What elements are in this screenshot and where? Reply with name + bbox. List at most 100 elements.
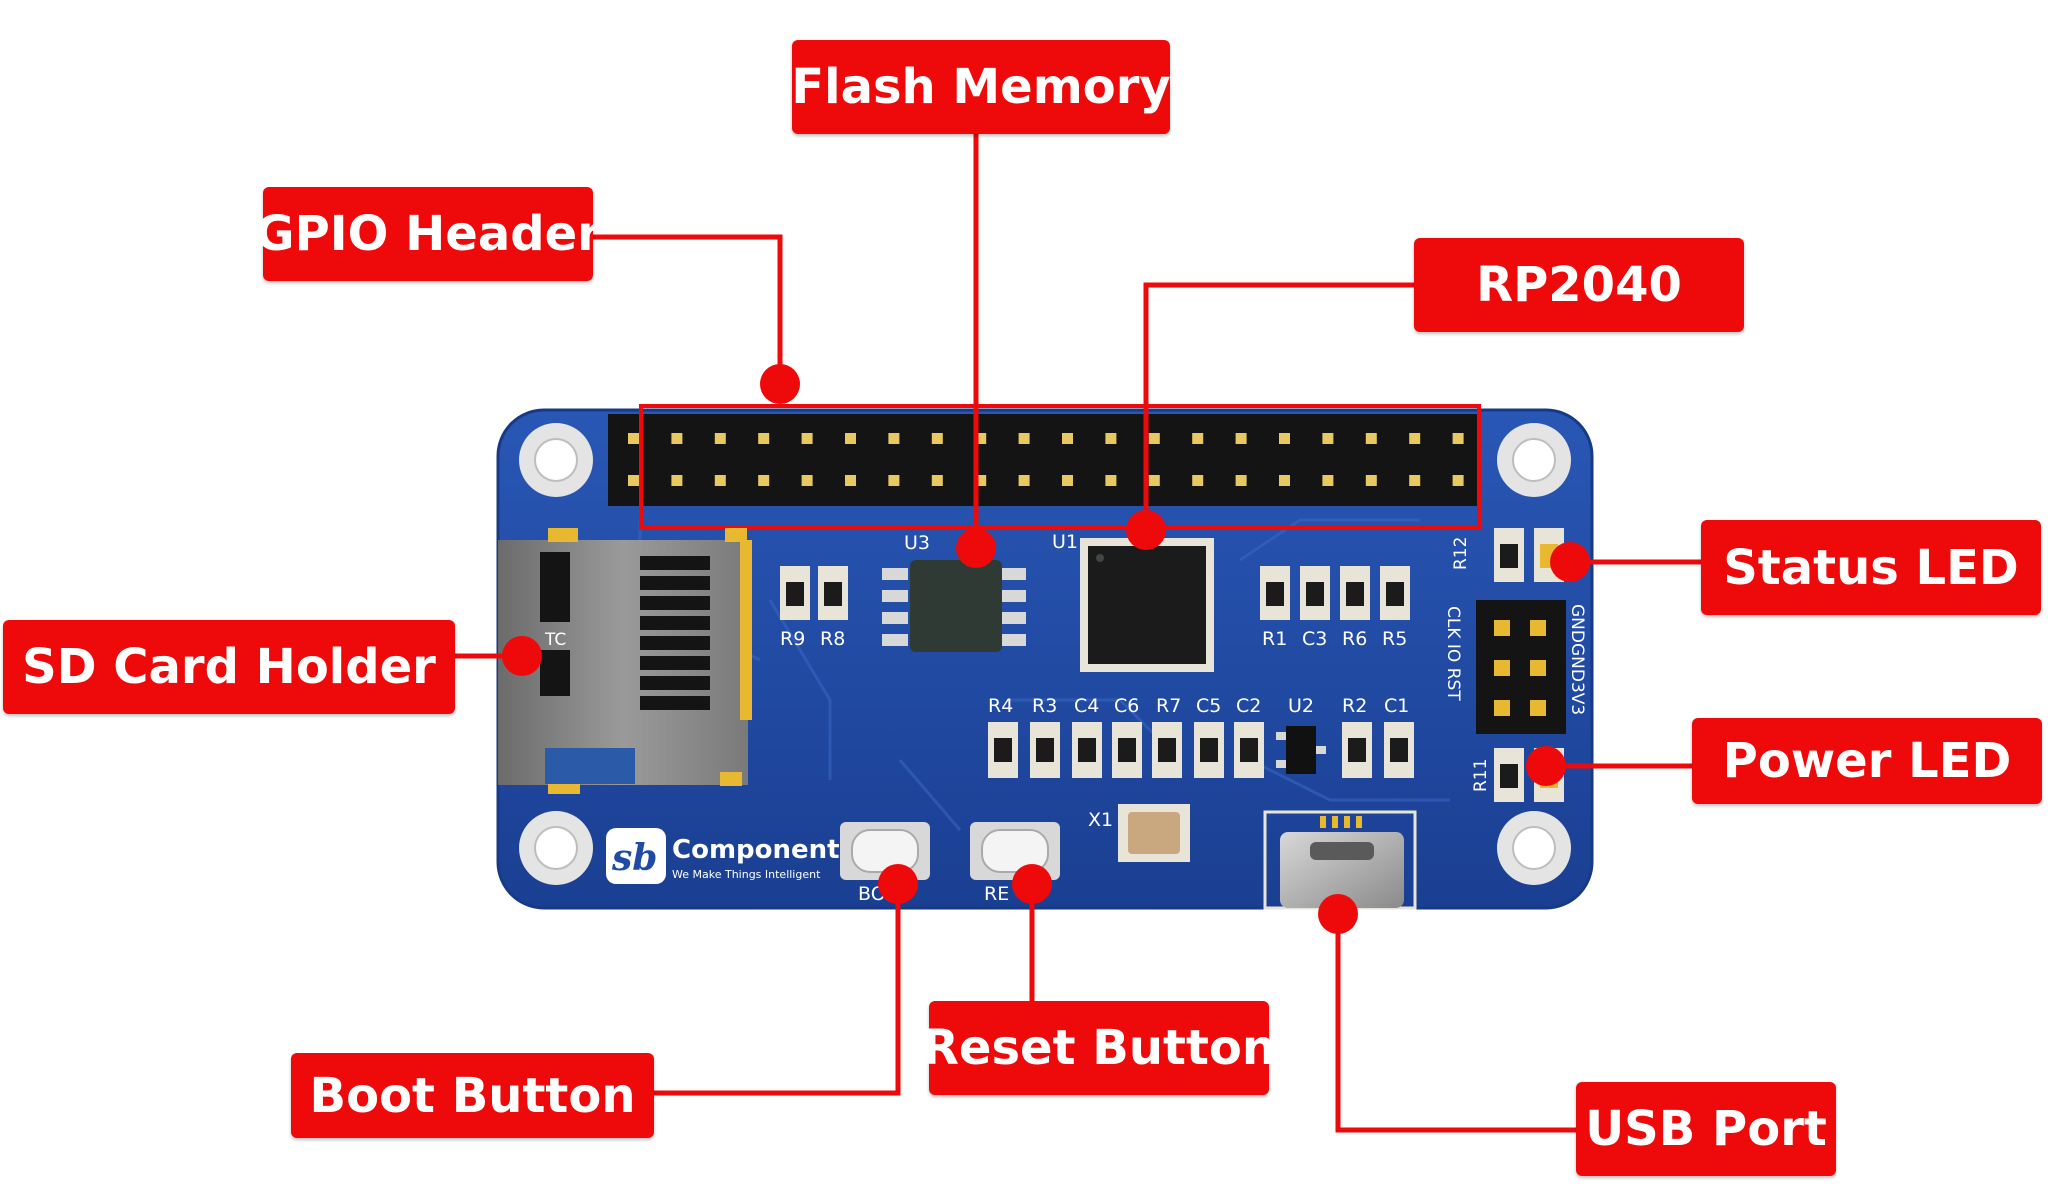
silk-c1: C1 [1384, 695, 1409, 717]
gpio-pin [1452, 433, 1464, 444]
gpio-pin [1279, 433, 1290, 444]
gpio-pin [1322, 433, 1334, 444]
gpio-pin [1018, 433, 1030, 444]
dot-gpio [760, 364, 800, 404]
crystal-x1: X1 [1088, 804, 1190, 862]
gpio-pin [628, 475, 639, 486]
dot-usb [1318, 894, 1358, 934]
dot-status [1550, 542, 1590, 582]
gpio-pin [975, 433, 987, 444]
logo-tagline: We Make Things Intelligent [672, 868, 821, 881]
silk-swd-left: CLK IO RST [1443, 606, 1463, 701]
gpio-pin [714, 475, 726, 486]
dot-boot [878, 864, 918, 904]
resistor-group-r1-r5: R1 C3 R6 R5 [1260, 566, 1410, 650]
silk-c3: C3 [1302, 628, 1327, 650]
gpio-pin [714, 433, 726, 444]
dot-rp2040 [1126, 510, 1166, 550]
gpio-pin [671, 433, 683, 444]
silk-reset: RE [984, 883, 1009, 905]
callout-rp2040: RP2040 [1414, 238, 1744, 332]
silk-r3: R3 [1032, 695, 1057, 717]
gpio-pin [1148, 433, 1160, 444]
callout-gpio-header: GPIO Header [255, 187, 601, 281]
gpio-pin [1192, 475, 1204, 486]
dot-flash [956, 528, 996, 568]
leader-lines [455, 130, 1702, 1133]
gpio-pin [628, 433, 639, 444]
gpio-pin [845, 475, 856, 486]
mounting-hole-top-right [1497, 423, 1571, 497]
gpio-pin [931, 433, 943, 444]
gpio-pin [1279, 475, 1290, 486]
gpio-pin [801, 433, 813, 444]
gpio-pin [975, 475, 987, 486]
gpio-pin [1452, 475, 1464, 486]
silk-r7: R7 [1156, 695, 1181, 717]
gpio-pins [628, 433, 1464, 486]
mounting-hole-bottom-left [519, 811, 593, 885]
gpio-pin [1235, 475, 1247, 486]
leader-rp2040 [1143, 282, 1414, 530]
gpio-pin [1409, 433, 1421, 444]
callout-power-led: Power LED [1692, 718, 2042, 804]
gpio-pin [801, 475, 813, 486]
silk-swd-right: GNDGND3V3 [1567, 604, 1587, 715]
silk-r1: R1 [1262, 628, 1287, 650]
mounting-hole-top-left [519, 423, 593, 497]
gpio-pin [1105, 433, 1117, 444]
gpio-pin [1409, 475, 1421, 486]
pcb-board [496, 408, 1594, 910]
gpio-pin [1062, 433, 1073, 444]
gpio-pin [888, 433, 900, 444]
gpio-pin [1018, 475, 1030, 486]
gpio-header [608, 414, 1478, 506]
callout-boot-button: Boot Button [291, 1053, 654, 1138]
silk-c2: C2 [1236, 695, 1261, 717]
resistor-group-r9-r8: R9 R8 [780, 566, 848, 650]
silk-u2: U2 [1288, 695, 1314, 717]
silk-u3: U3 [904, 532, 930, 554]
silk-c6: C6 [1114, 695, 1139, 717]
silk-r4: R4 [988, 695, 1013, 717]
gpio-pin [1192, 433, 1204, 444]
dot-reset [1012, 864, 1052, 904]
silk-r11: R11 [1471, 759, 1491, 792]
callout-usb-port: USB Port [1576, 1082, 1836, 1176]
silk-r8: R8 [820, 628, 845, 650]
gpio-pin [1148, 475, 1160, 486]
gpio-pin [1105, 475, 1117, 486]
gpio-highlight-box [639, 404, 1481, 530]
sd-silk-text: TC [544, 630, 566, 650]
logo-name: Components [672, 835, 855, 865]
mounting-hole-bottom-right [1497, 811, 1571, 885]
dot-sd [502, 636, 542, 676]
gpio-pin [931, 475, 943, 486]
gpio-pin [1365, 433, 1377, 444]
rp2040-chip-u1: U1 [1052, 531, 1214, 672]
gpio-pin [1235, 433, 1247, 444]
boot-button[interactable]: BO [840, 822, 930, 905]
gpio-pin [1062, 475, 1073, 486]
callout-sd-card-holder: SD Card Holder [3, 620, 455, 714]
silk-r5: R5 [1382, 628, 1407, 650]
gpio-pin [845, 433, 856, 444]
gpio-pin [758, 475, 770, 486]
flash-chip-u3: U3 [882, 532, 1026, 652]
usb-port [1263, 810, 1417, 910]
leader-gpio [588, 234, 783, 384]
swd-header: CLK IO RST GNDGND3V3 [1443, 600, 1587, 734]
dot-power [1526, 746, 1566, 786]
passive-row: R4 R3 C4 C6 R7 C5 C2 U2 R2 C1 [988, 695, 1414, 778]
leader-dots [502, 364, 1590, 934]
silk-c5: C5 [1196, 695, 1221, 717]
silk-r9: R9 [780, 628, 805, 650]
status-led-area: R12 [1451, 528, 1564, 582]
gpio-pin [1322, 475, 1334, 486]
callout-reset-button: Reset Button [922, 1001, 1276, 1095]
gpio-pin [671, 475, 683, 486]
callout-flash-memory: Flash Memory [791, 40, 1171, 134]
silk-r6: R6 [1342, 628, 1367, 650]
